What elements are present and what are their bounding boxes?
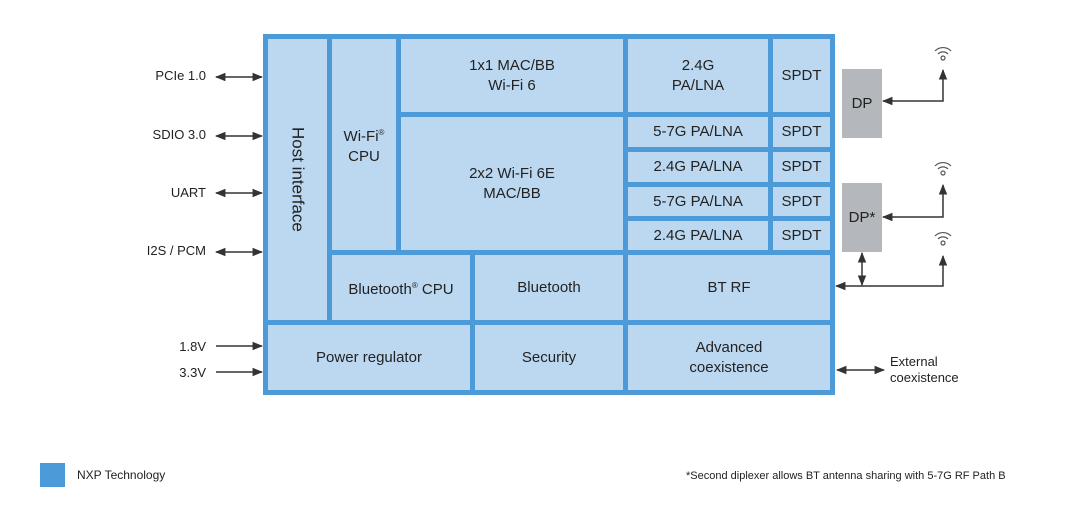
legend-swatch xyxy=(40,463,65,487)
label-uart: UART xyxy=(170,185,206,200)
host-interface-block: Host interface xyxy=(268,39,327,320)
power-regulator-block: Power regulator xyxy=(268,325,470,390)
spdt-block: SPDT xyxy=(773,221,830,250)
label-3v3: 3.3V xyxy=(179,365,206,380)
spdt-block: SPDT xyxy=(773,39,830,112)
bt-cpu-label: Bluetooth® CPU xyxy=(348,280,454,298)
label-sdio: SDIO 3.0 xyxy=(152,127,206,142)
bt-rf-block: BT RF xyxy=(628,255,830,320)
security-block: Security xyxy=(475,325,623,390)
antenna2-arrow xyxy=(881,183,948,222)
antenna-icon xyxy=(934,47,952,61)
antenna-icon xyxy=(934,232,952,246)
antenna1-arrow xyxy=(881,68,948,106)
host-interface-label: Host interface xyxy=(288,127,308,232)
diplexer-1: DP xyxy=(842,69,882,138)
pa-row-block: 2.4G PA/LNA xyxy=(628,221,768,250)
spdt-block: SPDT xyxy=(773,187,830,216)
pa-row-block: 5-7G PA/LNA xyxy=(628,187,768,216)
wifi-cpu-label: Wi-Fi®CPU xyxy=(343,127,385,165)
wifi-cpu-block: Wi-Fi®CPU xyxy=(332,39,396,250)
bluetooth-block: Bluetooth xyxy=(475,255,623,320)
legend-label: NXP Technology xyxy=(77,468,166,482)
diplexer-2: DP* xyxy=(842,183,882,252)
spdt-block: SPDT xyxy=(773,117,830,147)
label-i2s: I2S / PCM xyxy=(146,243,206,258)
label-pcie: PCIe 1.0 xyxy=(155,68,206,83)
pa-row-block: 2.4G PA/LNA xyxy=(628,152,768,182)
pa-row-block: 5-7G PA/LNA xyxy=(628,117,768,147)
label-1v8: 1.8V xyxy=(179,339,206,354)
spdt-block: SPDT xyxy=(773,152,830,182)
antenna-icon xyxy=(934,162,952,176)
bt-cpu-block: Bluetooth® CPU xyxy=(332,255,470,320)
antenna3-arrow xyxy=(834,254,948,291)
footnote: *Second diplexer allows BT antenna shari… xyxy=(686,470,1006,482)
